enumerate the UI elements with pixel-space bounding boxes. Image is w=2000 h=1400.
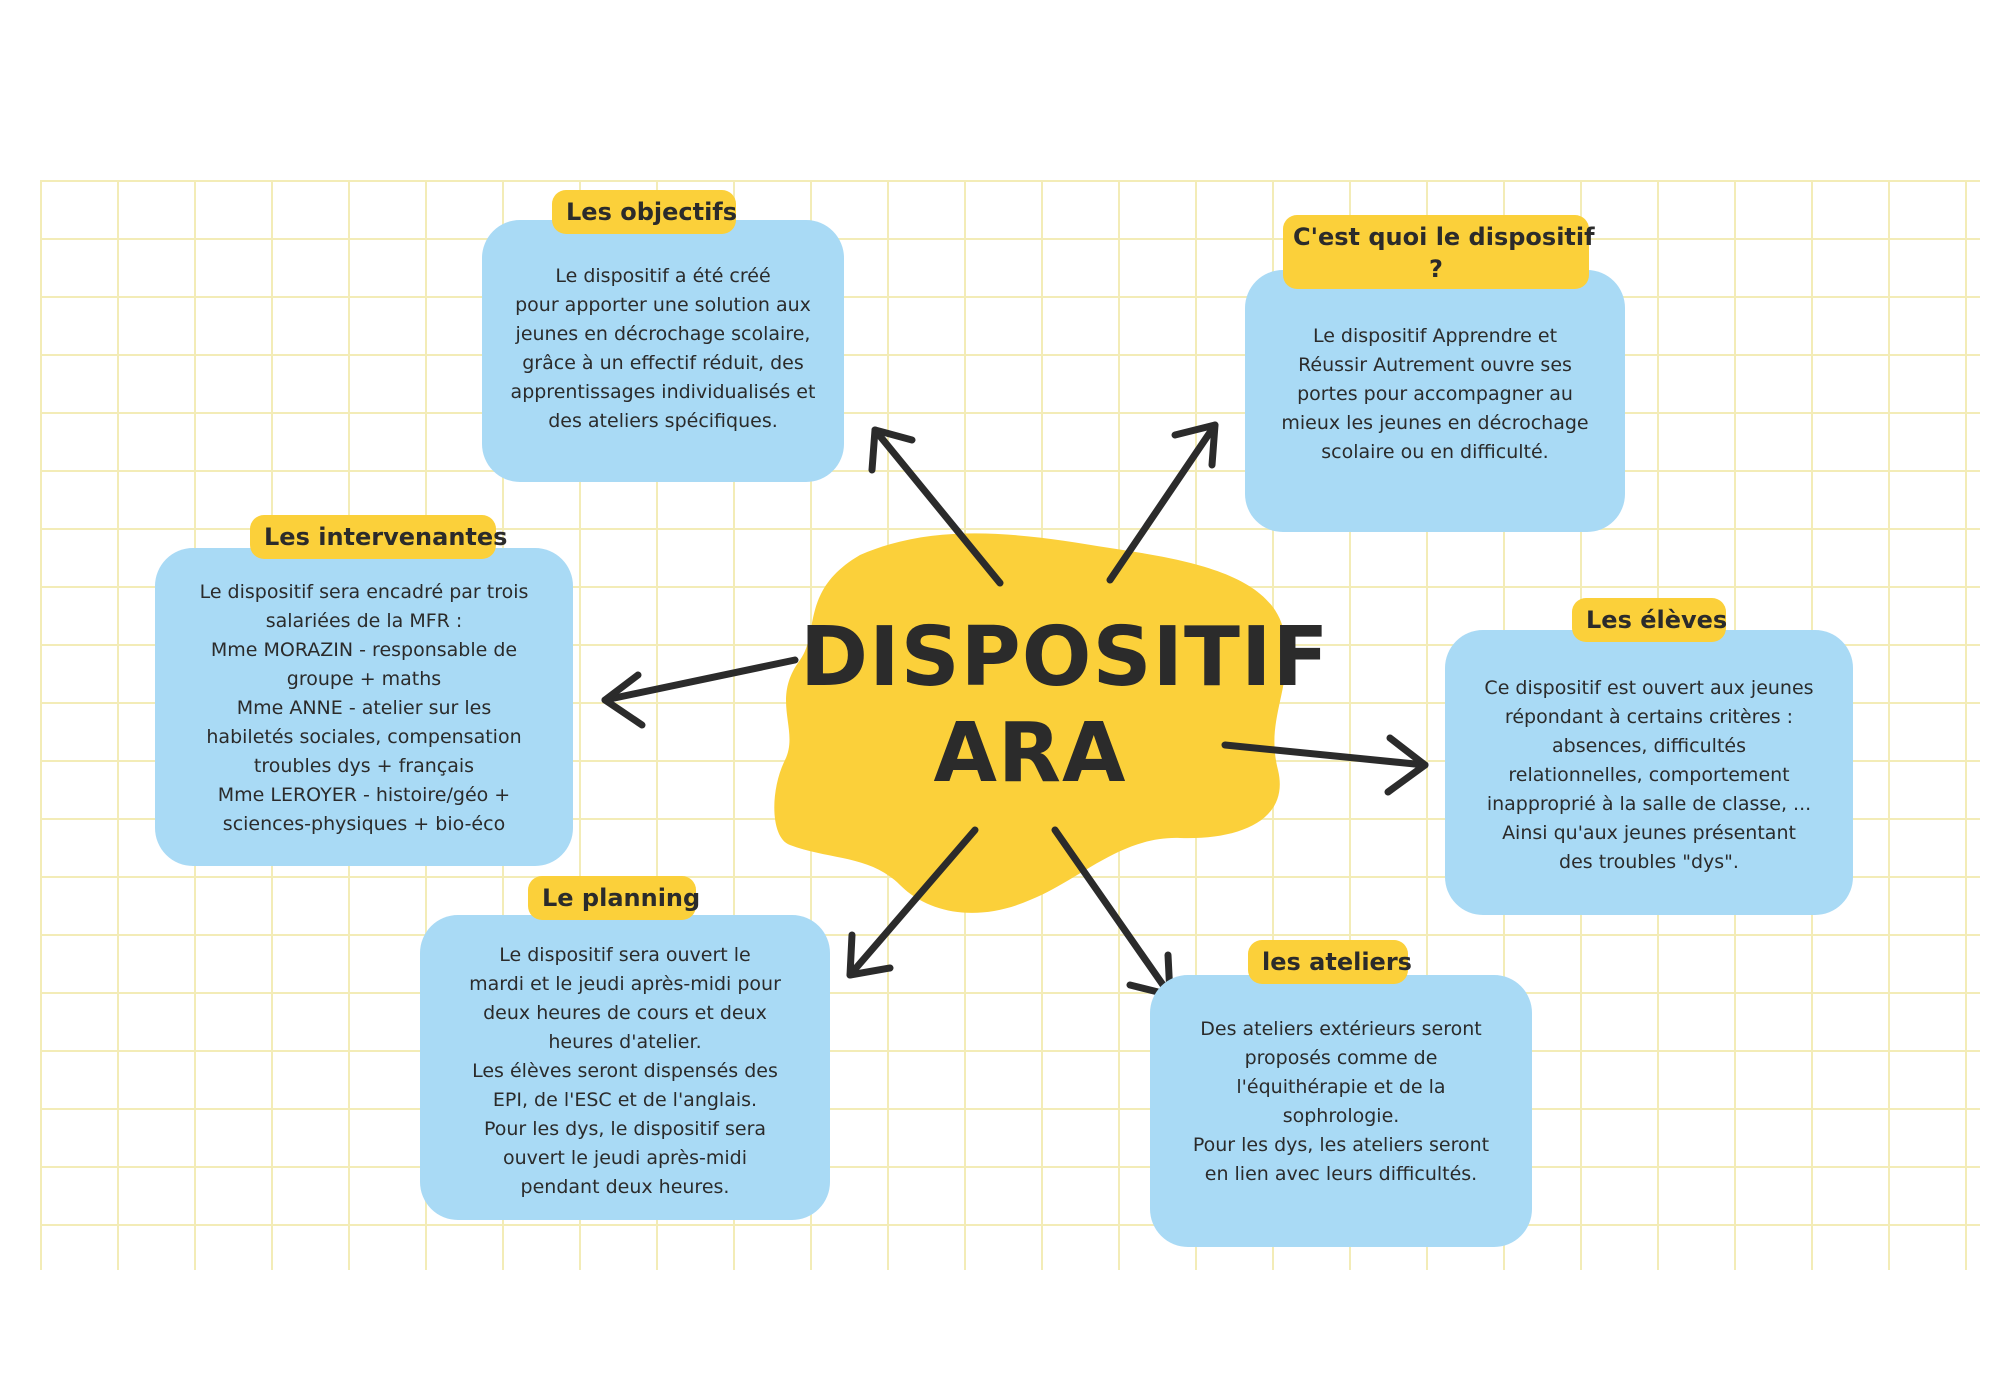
bubble-intervenantes: Le dispositif sera encadré par trois sal… [155, 548, 573, 866]
cest-quoi-line: Réussir Autrement ouvre ses [1298, 354, 1572, 376]
intervenantes-line: groupe + maths [286, 668, 442, 690]
planning-line: pendant deux heures. [520, 1176, 730, 1198]
ateliers-line: en lien avec leurs difficultés. [1204, 1163, 1478, 1185]
ateliers-line: Des ateliers extérieurs seront [1200, 1018, 1482, 1040]
bubble-ateliers: Des ateliers extérieurs seront proposés … [1150, 975, 1532, 1247]
label-objectifs: Les objectifs [552, 190, 737, 234]
objectifs-line: pour apporter une solution aux [515, 294, 811, 316]
planning-line: EPI, de l'ESC et de l'anglais. [492, 1089, 758, 1111]
label-ateliers: les ateliers [1248, 940, 1412, 984]
cest-quoi-title-line1: C'est quoi le dispositif [1293, 223, 1595, 251]
intervenantes-line: troubles dys + français [253, 755, 475, 777]
label-intervenantes: Les intervenantes [250, 515, 507, 559]
arrow-to-planning [846, 826, 979, 979]
intervenantes-line: salariées de la MFR : [265, 610, 463, 632]
planning-line: ouvert le jeudi après-midi [503, 1147, 747, 1169]
ateliers-line: proposés comme de [1244, 1047, 1438, 1069]
planning-line: heures d'atelier. [548, 1031, 702, 1053]
ateliers-line: l'équithérapie et de la [1236, 1076, 1446, 1098]
eleves-line: Ainsi qu'aux jeunes présentant [1502, 822, 1796, 844]
objectifs-line: jeunes en décrochage scolaire, [515, 323, 811, 345]
eleves-line: inapproprié à la salle de classe, ... [1486, 793, 1812, 815]
ateliers-line: sophrologie. [1282, 1105, 1400, 1127]
planning-line: Les élèves seront dispensés des [472, 1060, 778, 1082]
bubble-eleves: Ce dispositif est ouvert aux jeunes répo… [1445, 630, 1853, 915]
ateliers-line: Pour les dys, les ateliers seront [1192, 1134, 1490, 1156]
planning-line: Pour les dys, le dispositif sera [483, 1118, 767, 1140]
objectifs-line: grâce à un effectif réduit, des [522, 352, 804, 374]
planning-line: deux heures de cours et deux [483, 1002, 767, 1024]
eleves-line: répondant à certains critères : [1504, 706, 1794, 728]
cest-quoi-line: scolaire ou en difficulté. [1321, 441, 1549, 463]
intervenantes-line: sciences-physiques + bio-éco [222, 813, 506, 835]
label-planning: Le planning [528, 876, 700, 920]
eleves-line: absences, difficultés [1552, 735, 1746, 757]
arrow-to-eleves [1221, 734, 1429, 796]
center-blob [774, 533, 1287, 913]
bubble-objectifs: Le dispositif a été créé pour apporter u… [482, 220, 844, 482]
intervenantes-line: Mme MORAZIN - responsable de [210, 639, 518, 661]
bubble-cest-quoi: Le dispositif Apprendre et Réussir Autre… [1245, 270, 1625, 532]
intervenantes-line: habiletés sociales, compensation [206, 726, 522, 748]
label-cest-quoi: C'est quoi le dispositif ? [1283, 215, 1595, 289]
arrow-to-intervenantes [601, 656, 799, 729]
cest-quoi-line: mieux les jeunes en décrochage [1281, 412, 1589, 434]
label-eleves: Les élèves [1572, 598, 1727, 642]
arrow-to-objectifs [868, 426, 1004, 587]
center-title-line2: ARA [933, 706, 1127, 801]
arrow-to-cest-quoi [1106, 421, 1219, 584]
eleves-line: Ce dispositif est ouvert aux jeunes [1484, 677, 1814, 699]
center-title: DISPOSITIF ARA [800, 610, 1330, 802]
planning-line: Le dispositif sera ouvert le [499, 944, 751, 966]
objectifs-line: des ateliers spécifiques. [548, 410, 778, 432]
cest-quoi-line: portes pour accompagner au [1297, 383, 1573, 405]
center-title-line1: DISPOSITIF [800, 610, 1330, 705]
intervenantes-line: Mme LEROYER - histoire/géo + [217, 784, 511, 806]
cest-quoi-line: Le dispositif Apprendre et [1312, 325, 1558, 347]
objectifs-line: apprentissages individualisés et [510, 381, 816, 403]
eleves-line: relationnelles, comportement [1508, 764, 1790, 786]
objectifs-line: Le dispositif a été créé [555, 265, 771, 287]
bubble-planning: Le dispositif sera ouvert le mardi et le… [420, 915, 830, 1220]
planning-line: mardi et le jeudi après-midi pour [469, 973, 781, 995]
intervenantes-line: Le dispositif sera encadré par trois [199, 581, 529, 603]
cest-quoi-title-line2: ? [1429, 255, 1443, 283]
eleves-line: des troubles "dys". [1559, 851, 1739, 873]
intervenantes-line: Mme ANNE - atelier sur les [236, 697, 492, 719]
